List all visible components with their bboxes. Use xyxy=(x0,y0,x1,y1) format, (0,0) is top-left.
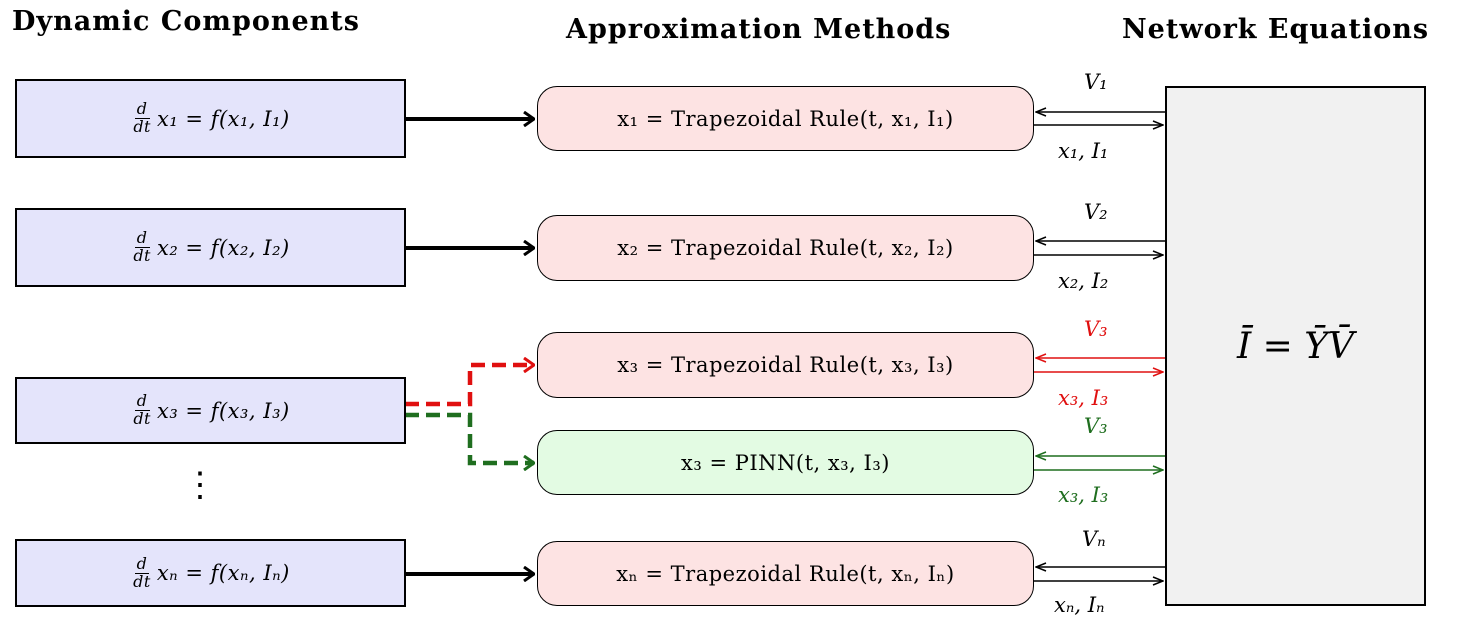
dynamic-equation: x₃ = f(x₃, I₃) xyxy=(156,398,290,423)
link-label-vn: Vₙ xyxy=(1082,527,1106,551)
approx-method-pinn-3: x₃ = PINN(t, x₃, I₃) xyxy=(537,430,1034,495)
header-network-equations: Network Equations xyxy=(1122,14,1430,45)
approx-method-trapezoidal-2: x₂ = Trapezoidal Rule(t, x₂, I₂) xyxy=(537,215,1034,281)
link-label-v2: V₂ xyxy=(1084,200,1108,224)
header-dynamic-components: Dynamic Components xyxy=(12,6,360,37)
approx-method-trapezoidal-n: xₙ = Trapezoidal Rule(t, xₙ, Iₙ) xyxy=(537,541,1034,606)
approx-method-trapezoidal-3: x₃ = Trapezoidal Rule(t, x₃, I₃) xyxy=(537,332,1034,398)
link-label-v1: V₁ xyxy=(1084,70,1108,94)
vertical-ellipsis: ⋮ xyxy=(183,465,217,505)
approx-method-label: x₃ = PINN(t, x₃, I₃) xyxy=(681,450,890,475)
approx-method-trapezoidal-1: x₁ = Trapezoidal Rule(t, x₁, I₁) xyxy=(537,86,1034,151)
approx-method-label: x₂ = Trapezoidal Rule(t, x₂, I₂) xyxy=(617,236,954,260)
network-equation: Ī = ȲV̄ xyxy=(1236,325,1355,367)
link-label-v3-green: V₃ xyxy=(1084,414,1108,438)
dynamic-equation: x₁ = f(x₁, I₁) xyxy=(156,106,290,131)
dynamic-equation: x₂ = f(x₂, I₂) xyxy=(156,235,290,260)
link-label-v3-red: V₃ xyxy=(1084,317,1108,341)
network-equations-box: Ī = ȲV̄ xyxy=(1165,86,1426,606)
link-label-x2-i2: x₂, I₂ xyxy=(1058,269,1109,293)
header-approximation-methods: Approximation Methods xyxy=(566,14,952,45)
link-label-x3-i3-green: x₃, I₃ xyxy=(1058,483,1109,507)
link-label-xn-in: xₙ, Iₙ xyxy=(1054,593,1105,617)
dashed-red-path xyxy=(405,365,534,407)
dynamic-equation: xₙ = f(xₙ, Iₙ) xyxy=(156,561,290,585)
approx-method-label: x₃ = Trapezoidal Rule(t, x₃, I₃) xyxy=(617,353,954,377)
link-label-x3-i3-red: x₃, I₃ xyxy=(1058,386,1109,410)
dashed-green-path xyxy=(405,412,534,463)
approx-method-label: xₙ = Trapezoidal Rule(t, xₙ, Iₙ) xyxy=(616,561,955,586)
approx-method-label: x₁ = Trapezoidal Rule(t, x₁, I₁) xyxy=(617,106,954,131)
link-label-x1-i1: x₁, I₁ xyxy=(1058,139,1109,163)
